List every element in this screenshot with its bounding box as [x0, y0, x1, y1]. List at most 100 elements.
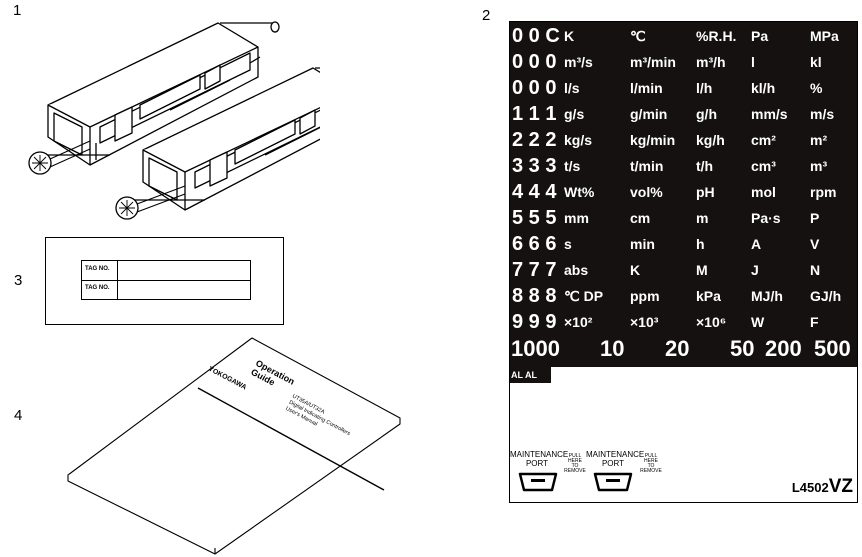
digit-group: 7 7 7 [512, 259, 557, 281]
digit-group: 3 3 3 [512, 155, 557, 177]
unit-label: abs [564, 262, 589, 278]
unit-label: K [564, 28, 575, 44]
unit-label: m [696, 210, 709, 226]
unit-label: t/s [564, 158, 581, 174]
pull-label-line1: PULL HERE [644, 453, 658, 464]
tag-box: TAG NO. TAG NO. [81, 260, 251, 300]
unit-label: kl [810, 54, 822, 70]
unit-label: t/min [630, 158, 664, 174]
digit-group: 0 0 0 [512, 51, 557, 73]
digit-group: 1 1 1 [512, 103, 557, 125]
unit-label: g/s [564, 106, 585, 122]
digit-group: 5 5 5 [512, 207, 557, 229]
unit-label: cm [630, 210, 651, 226]
unit-label: kg/min [630, 132, 676, 148]
unit-label: m³/h [696, 54, 726, 70]
unit-label: min [630, 236, 655, 252]
unit-label: Wt% [564, 184, 595, 200]
unit-label: l [751, 54, 755, 70]
unit-label: kg/h [696, 132, 725, 148]
unit-label: m³/min [630, 54, 676, 70]
maintenance-port-icon [518, 472, 558, 492]
unit-label: t/h [696, 158, 714, 174]
scale-value: 50 [730, 336, 755, 361]
unit-label: cm² [751, 132, 776, 148]
model-suffix: VZ [828, 476, 853, 497]
pull-here-label: PULL HERE TO REMOVE [564, 454, 586, 474]
unit-label: Pa [751, 28, 769, 44]
figure-number-2: 2 [482, 7, 491, 24]
unit-label: ppm [630, 288, 660, 304]
unit-label: kg/s [564, 132, 593, 148]
model-prefix: L4502 [791, 480, 829, 495]
unit-label: P [810, 210, 820, 226]
digit-group: 0 0 0 [512, 77, 557, 99]
unit-label: W [751, 314, 765, 330]
unit-label: h [696, 236, 705, 252]
unit-label: M [696, 262, 708, 278]
maintenance-label-line2: PORT [525, 459, 549, 468]
digit-group: 0 0 C [512, 25, 560, 47]
unit-label: N [810, 262, 821, 278]
unit-label: mol [751, 184, 776, 200]
unit-label: l/s [564, 80, 580, 96]
scale-value: 1000 [511, 336, 560, 361]
tag-row: TAG NO. [82, 261, 250, 281]
unit-label: ×10² [564, 314, 593, 330]
unit-label: s [564, 236, 572, 252]
unit-label: K [630, 262, 641, 278]
pull-label-line1: PULL HERE [568, 453, 582, 464]
unit-label: rpm [810, 184, 837, 200]
scale-value: 200 [765, 336, 802, 361]
unit-label: %R.H. [696, 28, 737, 44]
tag-label: TAG NO. [85, 285, 110, 291]
unit-label: GJ/h [810, 288, 842, 304]
mounting-bracket-a [28, 21, 280, 175]
digit-group: 2 2 2 [512, 129, 557, 151]
scale-value: 20 [665, 336, 690, 361]
unit-label: V [810, 236, 820, 252]
figure-number-4: 4 [14, 407, 23, 424]
figure-number-1: 1 [13, 2, 22, 19]
maintenance-label-line1: MAINTENANCE [586, 450, 645, 459]
unit-label: g/min [630, 106, 668, 122]
unit-label: ×10⁶ [696, 314, 727, 330]
unit-label: m³ [810, 158, 828, 174]
unit-label: cm³ [751, 158, 776, 174]
maintenance-label-line1: MAINTENANCE [510, 450, 569, 459]
tag-row: TAG NO. [82, 280, 250, 299]
pull-here-label: PULL HERE TO REMOVE [640, 454, 662, 474]
digit-group: 6 6 6 [512, 233, 557, 255]
mounting-bracket-b [115, 67, 320, 220]
scale-value: 10 [600, 336, 625, 361]
unit-label: ℃ [630, 28, 646, 44]
unit-label: kl/h [751, 80, 776, 96]
unit-label: F [810, 314, 819, 330]
digit-group: 4 4 4 [512, 181, 557, 203]
unit-label: A [751, 236, 762, 252]
unit-label: MPa [810, 28, 839, 44]
maintenance-port-label: MAINTENANCE PORT [586, 450, 645, 468]
unit-label: g/h [696, 106, 717, 122]
unit-label: vol% [630, 184, 663, 200]
unit-label: kPa [696, 288, 721, 304]
operation-guide-booklet: Operation Guide YOKOGAWA UT35A/UT32A Dig… [67, 337, 401, 555]
maintenance-port-icon [593, 472, 633, 492]
unit-label: mm/s [751, 106, 788, 122]
unit-label: l/h [696, 80, 713, 96]
digit-group: 8 8 8 [512, 285, 557, 307]
pull-label-line2: TO REMOVE [564, 463, 586, 474]
unit-label: % [810, 80, 823, 96]
unit-label: mm [564, 210, 589, 226]
scale-value: 500 [814, 336, 851, 361]
digit-group: 9 9 9 [512, 311, 557, 333]
tag-label: TAG NO. [85, 266, 110, 272]
pull-label-line2: TO REMOVE [640, 463, 662, 474]
unit-label: Pa·s [751, 210, 781, 226]
maintenance-label-line2: PORT [601, 459, 625, 468]
mounting-brackets-illustration [28, 21, 320, 220]
unit-label: m² [810, 132, 828, 148]
unit-label: m³/s [564, 54, 593, 70]
